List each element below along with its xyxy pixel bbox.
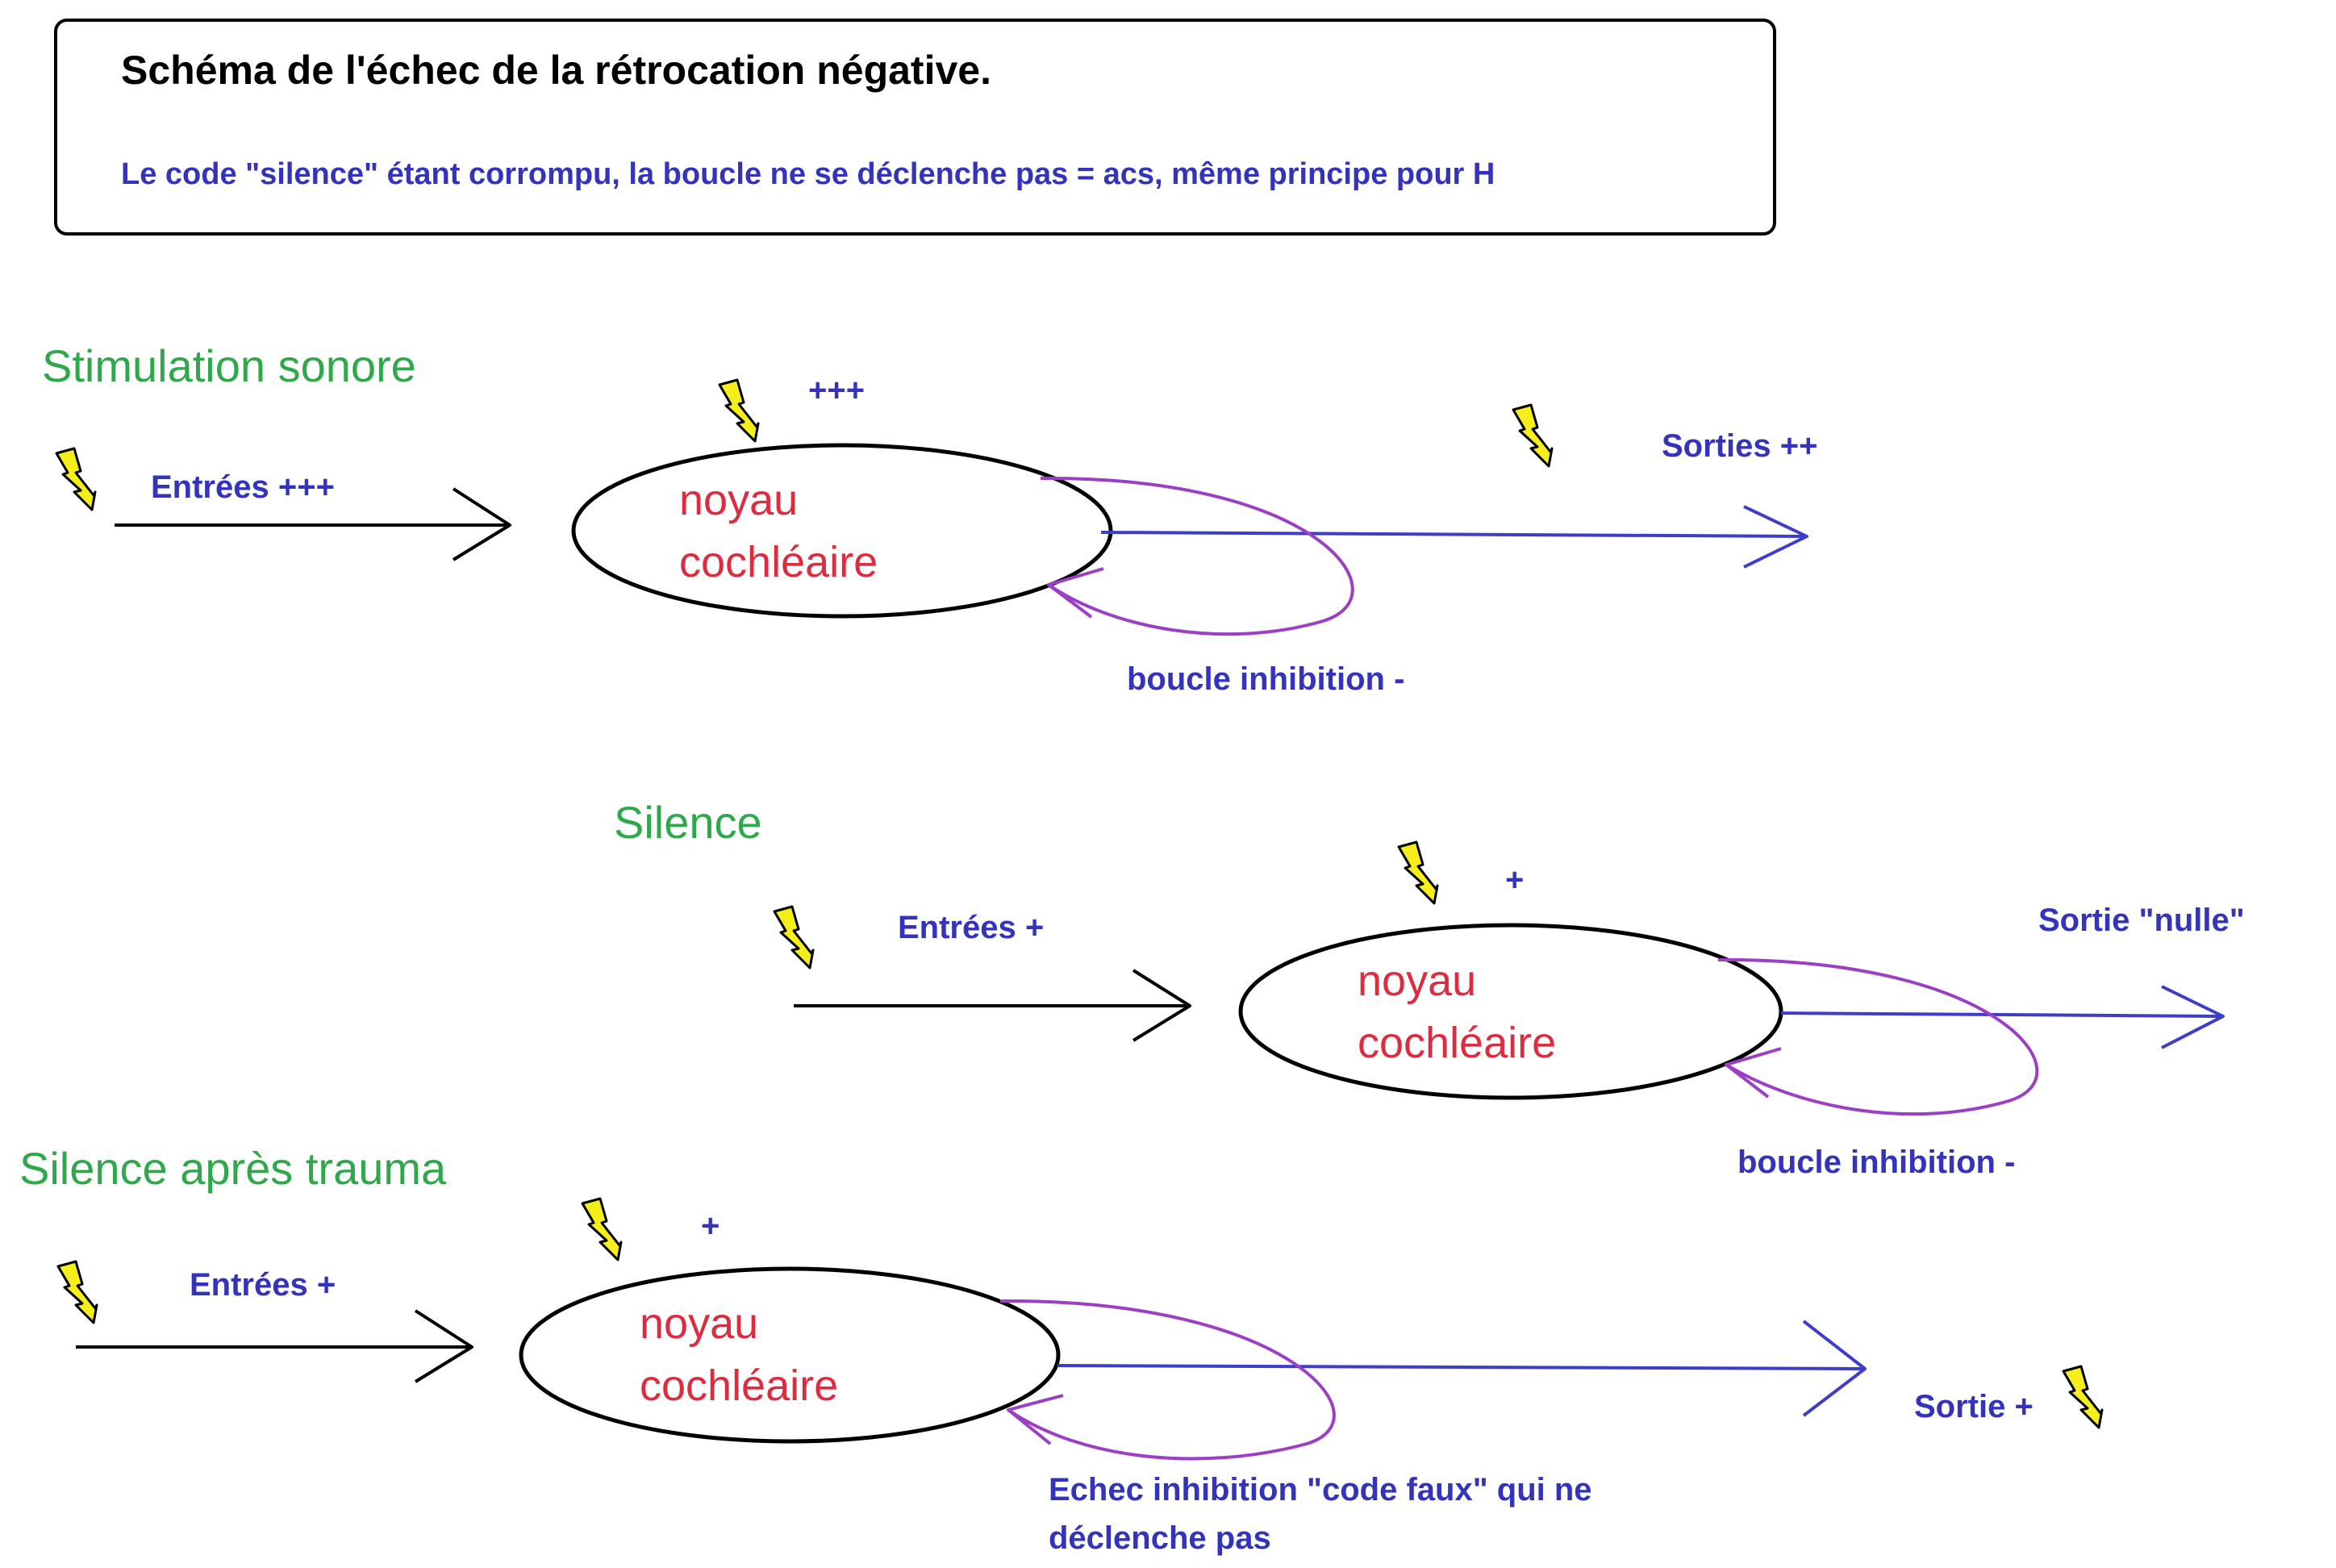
lightning-bolt-icon [1512,403,1554,468]
output-arrow [1780,985,2225,1049]
panel-silence: Silence Entrées + + noyau cochléaire Sor… [614,797,2245,1180]
header-box: Schéma de l'échec de la rétrocation néga… [54,19,1776,236]
panel-stimulation-sonore: Stimulation sonore Entrées +++ +++ noyau… [42,340,1817,697]
panel-heading: Stimulation sonore [42,340,416,391]
nucleus-label-line2: cochléaire [679,538,878,586]
lightning-bolt-icon [773,905,815,970]
panel-silence-apres-trauma: Silence après trauma Entrées + + noyau c… [19,1143,2104,1556]
input-label: Entrées + [898,910,1044,945]
nucleus-label-line1: noyau [679,476,798,524]
loop-label: boucle inhibition - [1127,661,1404,697]
nucleus-ellipse [1238,923,1783,1100]
loop-label-line1: Echec inhibition "code faux" qui ne [1049,1472,1592,1508]
diagram-title: Schéma de l'échec de la rétrocation néga… [121,48,991,93]
loop-label: boucle inhibition - [1737,1145,2015,1180]
input-arrow [76,1309,473,1383]
loop-label-line2: déclenche pas [1049,1520,1271,1556]
lightning-bolt-icon [718,378,760,443]
panel-heading: Silence après trauma [19,1143,447,1194]
lightning-bolt-icon [1397,840,1439,905]
panel-heading: Silence [614,797,762,848]
output-label: Sorties ++ [1662,428,1817,464]
inhibition-loop [999,1299,1336,1461]
input-arrow [115,487,511,561]
output-label: Sortie "nulle" [2038,903,2245,938]
nucleus-ellipse [571,443,1113,619]
lightning-bolt-icon [2062,1365,2104,1429]
nucleus-label-line2: cochléaire [640,1362,838,1410]
nucleus-label-line1: noyau [1358,957,1476,1005]
output-label: Sortie + [1914,1389,2034,1424]
header-border [54,19,1776,236]
lightning-bolt-icon [56,1260,98,1324]
stimulation-level: + [701,1208,720,1244]
output-arrow [1100,505,1808,569]
lightning-bolt-icon [55,447,97,511]
stimulation-level: + [1505,862,1524,898]
lightning-bolt-icon [581,1197,623,1261]
nucleus-label-line2: cochléaire [1358,1019,1556,1067]
nucleus-ellipse [519,1266,1061,1444]
input-arrow [794,969,1191,1042]
stimulation-level: +++ [808,373,865,408]
inhibition-loop [1717,957,2039,1116]
diagram-subtitle: Le code "silence" étant corrompu, la bou… [121,157,1495,191]
input-label: Entrées + [190,1267,336,1303]
output-arrow [1057,1320,1867,1417]
nucleus-label-line1: noyau [640,1299,758,1348]
inhibition-loop [1040,476,1354,636]
input-label: Entrées +++ [151,469,335,505]
